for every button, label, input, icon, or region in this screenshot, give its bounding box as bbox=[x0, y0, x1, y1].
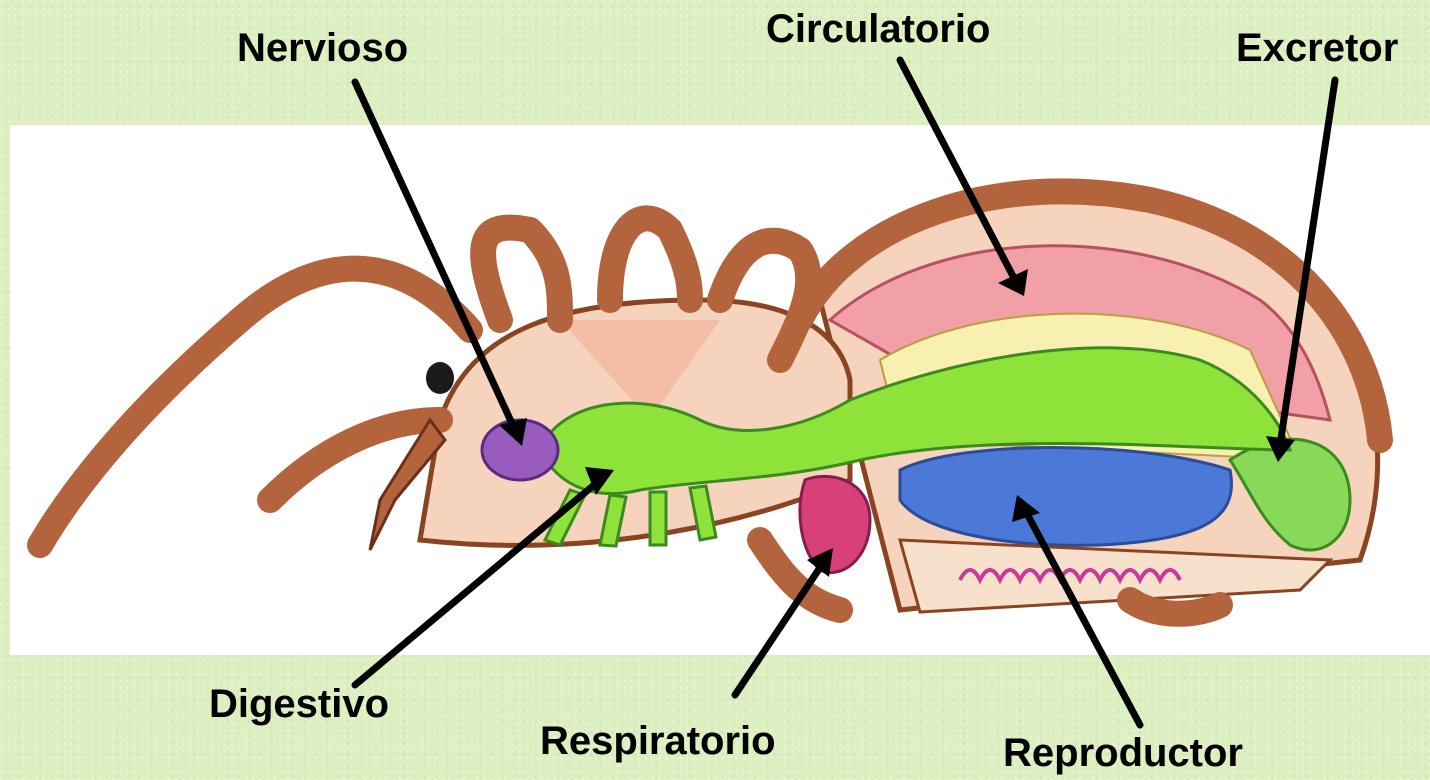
label-nervioso: Nervioso bbox=[237, 28, 408, 68]
label-digestivo: Digestivo bbox=[209, 684, 389, 724]
reproductive-organ bbox=[900, 448, 1231, 546]
label-reproductor: Reproductor bbox=[1003, 733, 1243, 773]
label-excretor: Excretor bbox=[1236, 28, 1398, 68]
eye bbox=[426, 362, 454, 394]
label-circulatorio: Circulatorio bbox=[766, 9, 990, 49]
label-respiratorio: Respiratorio bbox=[540, 721, 776, 761]
book-lung bbox=[800, 476, 870, 572]
